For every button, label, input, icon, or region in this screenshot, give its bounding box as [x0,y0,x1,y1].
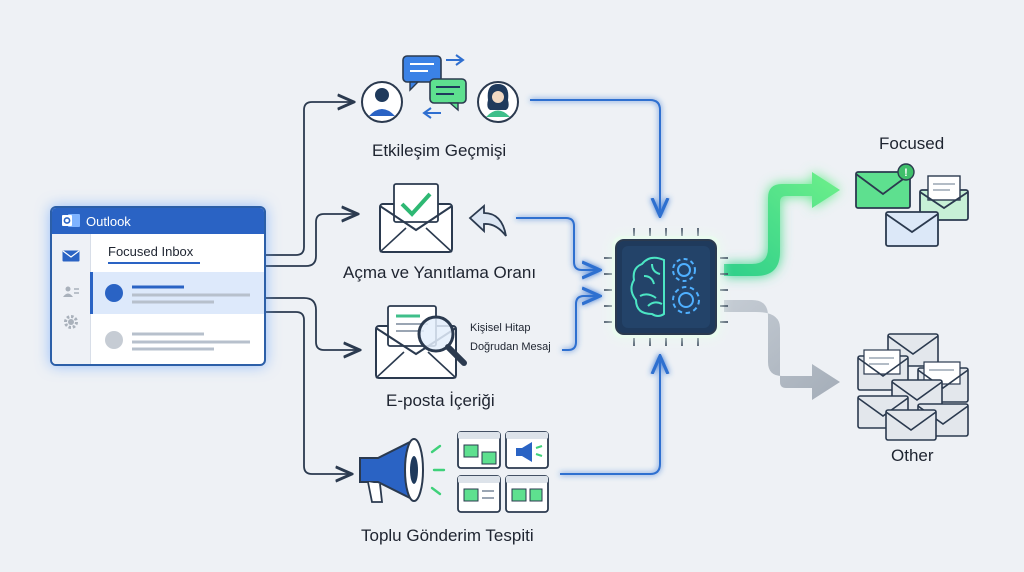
focused-envelopes-icon: ! [855,163,969,247]
settings-gear-icon[interactable] [63,314,79,330]
chip-connectors [516,99,660,475]
label-email-content: E-posta İçeriği [386,391,495,410]
outlook-titlebar: Outlook [52,208,264,234]
outlook-title: Outlook [86,214,131,229]
focused-inbox-tab[interactable]: Focused Inbox [108,244,194,259]
contacts-icon[interactable] [63,286,79,298]
svg-text:!: ! [904,167,908,179]
megaphone-icon [359,438,446,503]
label-focused: Focused [879,134,945,153]
email-row-content-selected [105,284,250,304]
label-open-reply-rate: Açma ve Yanıtlama Oranı [343,263,537,282]
focused-arrow [724,172,840,276]
selection-indicator [90,272,93,314]
bulk-windows-icon [457,431,549,513]
connector-interaction-to-chip [530,99,660,214]
connector-open-rate-to-chip [516,217,598,270]
label-interaction-history: Etkileşim Geçmişi [372,141,507,160]
outlook-logo-icon [62,214,80,227]
tag-personal-address: Kişisel Hitap [470,322,531,334]
brain-icon [630,256,665,317]
connector-to-bulk [264,311,350,474]
other-envelopes-icon [857,333,969,441]
outlook-window: Outlook Focused Inbox [50,206,266,366]
label-bulk-detection: Toplu Gönderim Tespiti [361,526,534,545]
outlook-sidebar [52,234,91,364]
tag-direct-message: Doğrudan Mesaj [470,341,551,353]
gear-icon [672,258,700,314]
connector-content-to-chip [562,296,598,351]
outlook-connectors [264,102,358,474]
interaction-history-icon [361,54,519,123]
connector-to-open-rate [264,214,356,267]
connector-to-content [264,297,358,350]
connector-bulk-to-chip [560,358,660,475]
open-reply-icon [379,183,507,253]
mail-icon[interactable] [62,250,80,262]
ai-chip [604,228,728,346]
email-row[interactable] [104,326,254,356]
connector-to-interaction [264,102,352,256]
label-other: Other [891,446,934,465]
email-content-icon [375,305,467,379]
focused-tab-underline [108,262,200,264]
other-arrow [724,300,840,400]
